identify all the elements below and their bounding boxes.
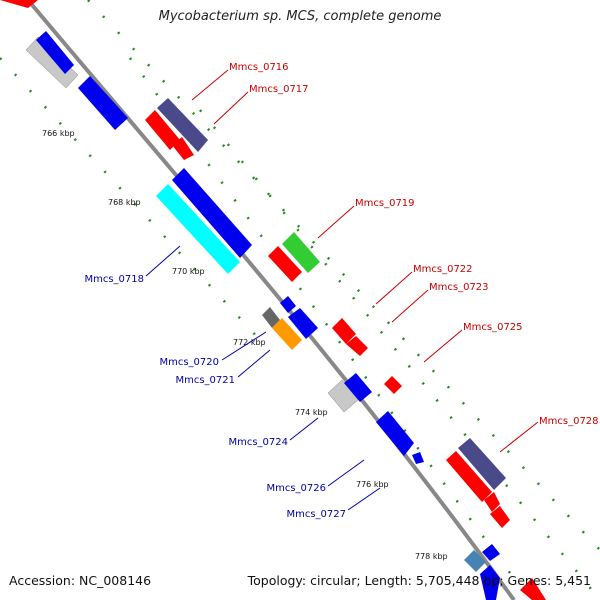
gene-red-mmcs-0716[interactable] (145, 110, 180, 150)
dotted-guide-mid-right (87, 0, 600, 551)
leader-line (191, 69, 229, 101)
gene-label-mmcs-0719[interactable]: Mmcs_0719 (355, 198, 415, 209)
leader-line (327, 459, 365, 487)
gene-blue-small-1[interactable] (280, 296, 296, 313)
gene-navy-1[interactable] (157, 98, 208, 152)
genome-title: Mycobacterium sp. MCS, complete genome (158, 9, 442, 24)
leader-line (499, 421, 539, 453)
dotted-guide-outer-right (199, 109, 600, 600)
gene-red-edge-1[interactable] (520, 578, 546, 600)
gene-label-mmcs-0718[interactable]: Mmcs_0718 (84, 274, 144, 285)
gene-label-mmcs-0717[interactable]: Mmcs_0717 (249, 84, 309, 95)
leader-line (145, 245, 181, 277)
gene-blue-5[interactable] (344, 373, 372, 402)
leader-line (317, 205, 355, 239)
genome-summary: Topology: circular; Length: 5,705,448 bp… (247, 573, 591, 588)
gene-blue-4[interactable] (288, 308, 318, 339)
leader-line (221, 331, 267, 361)
gene-red-mmcs-0728[interactable] (446, 451, 492, 502)
kbp-label: 778 kbp (415, 552, 448, 561)
gene-label-mmcs-0726[interactable]: Mmcs_0726 (266, 483, 326, 494)
gene-cyan-mmcs-0718[interactable] (156, 184, 240, 274)
gene-label-mmcs-0716[interactable]: Mmcs_0716 (229, 62, 289, 73)
leader-line (423, 329, 463, 363)
gene-blue-mmcs-0726[interactable] (376, 411, 414, 456)
leader-line (213, 91, 249, 125)
gene-red-small-1[interactable] (484, 492, 500, 512)
gene-gray-1[interactable] (25, 36, 79, 89)
gene-blue-3[interactable] (172, 168, 252, 258)
kbp-label: 774 kbp (295, 408, 328, 417)
gene-red-mmcs-0725[interactable] (384, 376, 402, 394)
gene-gray-mmcs-0724[interactable] (327, 379, 359, 413)
leader-line (237, 349, 271, 378)
gene-red-mmcs-0719[interactable] (268, 246, 302, 282)
leader-line (347, 487, 381, 511)
accession-label: Accession: NC_008146 (9, 573, 152, 588)
gene-label-mmcs-0725[interactable]: Mmcs_0725 (463, 322, 523, 333)
gene-blue-6[interactable] (480, 565, 500, 600)
kbp-label: 768 kbp (108, 198, 141, 207)
gene-red-mmcs-0717[interactable] (172, 137, 194, 160)
gene-blue-2[interactable] (78, 76, 128, 130)
gene-label-mmcs-0721[interactable]: Mmcs_0721 (175, 375, 235, 386)
kbp-label: 776 kbp (356, 480, 389, 489)
gene-red-edge-top[interactable] (0, 0, 38, 8)
gene-label-mmcs-0722[interactable]: Mmcs_0722 (413, 264, 473, 275)
gene-blue-mmcs-0727[interactable] (412, 452, 424, 464)
gene-red-mmcs-0723[interactable] (346, 336, 368, 356)
gene-label-mmcs-0727[interactable]: Mmcs_0727 (286, 509, 346, 520)
kbp-label: 770 kbp (172, 267, 205, 276)
leader-line (391, 289, 429, 323)
gene-red-mmcs-0722[interactable] (332, 318, 356, 344)
gene-blue-1[interactable] (36, 31, 74, 74)
kbp-label: 766 kbp (42, 129, 75, 138)
gene-label-mmcs-0723[interactable]: Mmcs_0723 (429, 282, 489, 293)
genome-backbone (26, 0, 516, 600)
leader-line (375, 271, 413, 305)
forward-gene-labels: Mmcs_0716 Mmcs_0717 Mmcs_0719 Mmcs_0722 … (191, 62, 599, 453)
reverse-gene-labels: Mmcs_0718 Mmcs_0720 Mmcs_0721 Mmcs_0724 … (84, 245, 381, 520)
gene-label-mmcs-0724[interactable]: Mmcs_0724 (228, 437, 288, 448)
gene-navy-2[interactable] (458, 438, 506, 490)
gene-features (0, 0, 546, 600)
gene-green-1[interactable] (282, 232, 320, 273)
gene-label-mmcs-0728[interactable]: Mmcs_0728 (539, 416, 599, 427)
leader-line (289, 417, 319, 441)
gene-red-small-2[interactable] (490, 506, 510, 528)
gene-label-mmcs-0720[interactable]: Mmcs_0720 (159, 357, 219, 368)
gene-steel-1[interactable] (464, 550, 486, 572)
gene-blue-small-2[interactable] (482, 544, 500, 561)
gene-darkgray-mmcs-0720[interactable] (262, 307, 280, 328)
gene-orange-mmcs-0721[interactable] (272, 318, 302, 350)
